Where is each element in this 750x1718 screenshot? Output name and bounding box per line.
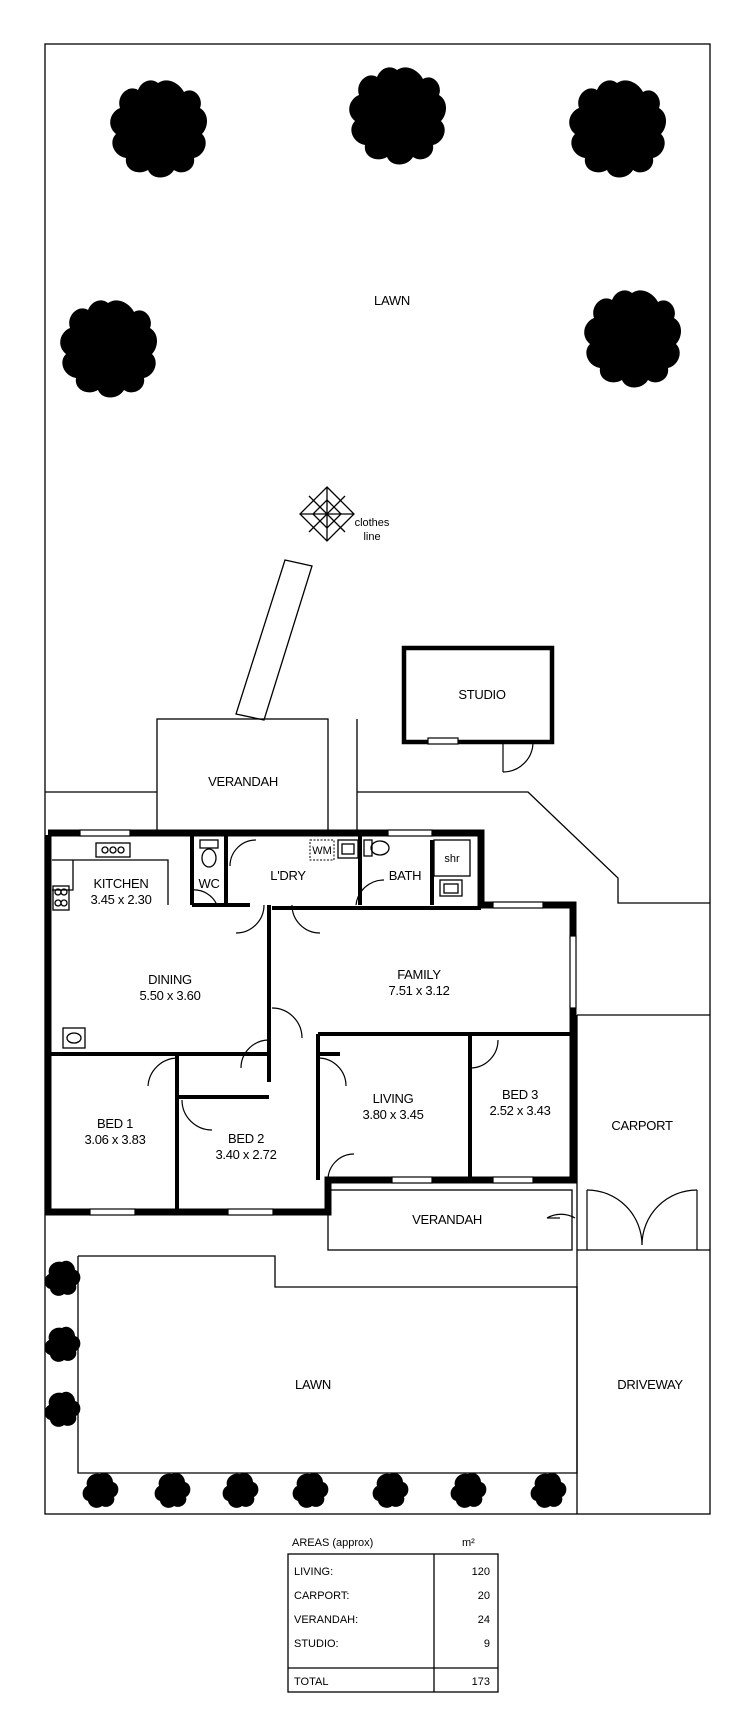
areas-row-label: VERANDAH:	[294, 1614, 358, 1626]
kitchen-dims: 3.45 x 2.30	[90, 892, 151, 907]
shrub-icon	[44, 1260, 81, 1296]
bed1-dims: 3.06 x 3.83	[84, 1132, 145, 1147]
family-dims: 7.51 x 3.12	[388, 983, 449, 998]
front-verandah	[327, 1189, 573, 1251]
windows	[79, 829, 577, 1216]
studio-label: STUDIO	[458, 687, 506, 702]
bath-toilet-icon	[363, 839, 390, 857]
bed3-dims: 2.52 x 3.43	[489, 1103, 550, 1118]
shrub-icon	[372, 1472, 409, 1508]
rear-verandah-label: VERANDAH	[208, 774, 278, 789]
carport-label: CARPORT	[611, 1118, 673, 1133]
living-label: LIVING	[373, 1091, 414, 1106]
areas-row-value: 24	[478, 1614, 490, 1626]
clothes-line-icon	[299, 486, 355, 542]
bed3-label: BED 3	[502, 1087, 538, 1102]
doors	[147, 839, 499, 1181]
carport-gate	[546, 1189, 710, 1251]
site-boundary	[44, 43, 711, 1515]
areas-title: AREAS (approx)	[292, 1537, 373, 1549]
bed2-label: BED 2	[228, 1131, 264, 1146]
kitchen-cooktop-icon	[95, 842, 131, 858]
dining-dims: 5.50 x 3.60	[139, 988, 200, 1003]
areas-table: AREAS (approx) m² LIVING: 120 CARPORT: 2…	[287, 1537, 499, 1693]
areas-row-value: 120	[472, 1566, 490, 1578]
tree-icon	[60, 300, 158, 398]
shrub-icon	[222, 1472, 259, 1508]
toilet-icon	[199, 839, 219, 868]
washing-machine-label: WM	[312, 845, 332, 857]
dining-label: DINING	[148, 972, 192, 987]
shrub-icon	[44, 1326, 81, 1362]
path	[235, 559, 313, 721]
areas-row-value: 20	[478, 1590, 490, 1602]
washing-machine-icon	[309, 839, 335, 861]
stove-icon	[52, 885, 70, 911]
driveway-label: DRIVEWAY	[617, 1377, 683, 1392]
rear-lawn-label: LAWN	[374, 293, 410, 308]
areas-total-value: 173	[472, 1676, 490, 1688]
shrub-icon	[292, 1472, 329, 1508]
kitchen-bench	[52, 859, 169, 905]
front-lawn-label: LAWN	[295, 1377, 331, 1392]
front-verandah-label: VERANDAH	[412, 1212, 482, 1227]
areas-row-label: STUDIO:	[294, 1638, 339, 1650]
tree-icon	[110, 80, 208, 178]
shrub-icon	[82, 1472, 119, 1508]
living-dims: 3.80 x 3.45	[362, 1107, 423, 1122]
shrub-icon	[44, 1391, 81, 1427]
tree-icon	[584, 290, 681, 388]
areas-unit: m²	[462, 1537, 475, 1549]
shower-icon	[433, 839, 471, 877]
areas-row-value: 9	[484, 1638, 490, 1650]
front-lawn	[77, 1255, 578, 1474]
clothes-line-label: line	[363, 531, 380, 543]
bath-label: BATH	[389, 868, 422, 883]
laundry-label: L'DRY	[270, 868, 306, 883]
shrub-icon	[530, 1472, 567, 1508]
shrub-icon	[450, 1472, 487, 1508]
tree-icon	[349, 67, 446, 165]
areas-total-label: TOTAL	[294, 1676, 328, 1688]
wc-label: WC	[198, 876, 219, 891]
clothes-line-label: clothes	[355, 517, 390, 529]
laundry-trough-icon	[337, 839, 359, 859]
tree-icon	[569, 80, 666, 178]
bed1-label: BED 1	[97, 1116, 133, 1131]
areas-row-label: CARPORT:	[294, 1590, 349, 1602]
bed2-dims: 3.40 x 2.72	[215, 1147, 276, 1162]
fireplace-icon	[62, 1027, 86, 1049]
family-label: FAMILY	[397, 967, 441, 982]
kitchen-label: KITCHEN	[94, 876, 149, 891]
vanity-icon	[439, 879, 463, 897]
studio-outline	[401, 645, 555, 745]
areas-row-label: LIVING:	[294, 1566, 333, 1578]
studio-door	[502, 741, 534, 773]
shrub-icon	[154, 1472, 191, 1508]
shower-label: shr	[444, 853, 460, 865]
